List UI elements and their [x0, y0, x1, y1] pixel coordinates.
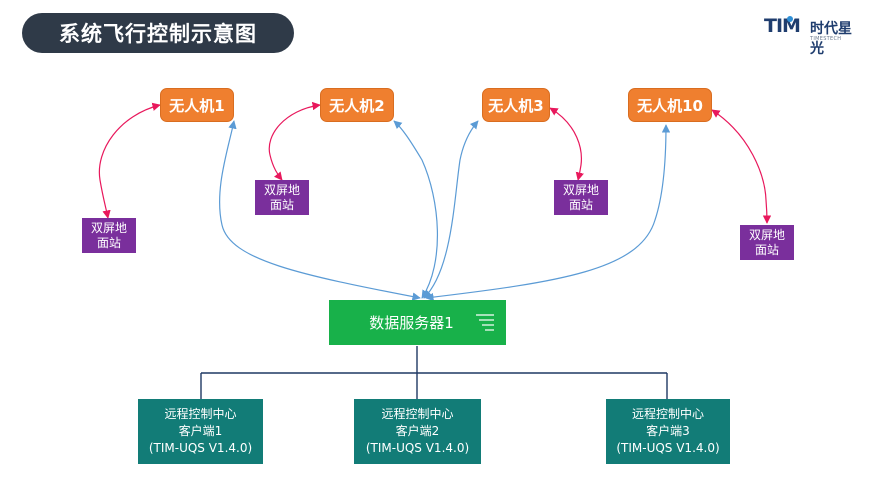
link-drone2-station: [268, 101, 321, 181]
client-title: 远程控制中心: [381, 407, 454, 421]
link-drone2-server: [393, 120, 439, 299]
link-drone3-server: [423, 120, 479, 299]
client-title: 远程控制中心: [631, 407, 704, 421]
client-name: 客户端1: [178, 424, 223, 438]
client-name: 客户端2: [395, 424, 440, 438]
data-server-label: 数据服务器1: [369, 314, 454, 332]
ground-station-line2: 面站: [269, 197, 294, 212]
drone-1-node: 无人机1: [160, 88, 234, 122]
ground-station-line1: 双屏地: [748, 227, 785, 242]
client-1-node: 远程控制中心 客户端1 (TIM-UQS V1.4.0): [138, 399, 263, 464]
drone-3-node: 无人机3: [482, 88, 550, 122]
client-2-node: 远程控制中心 客户端2 (TIM-UQS V1.4.0): [354, 399, 481, 464]
client-version: (TIM-UQS V1.4.0): [616, 441, 720, 455]
page-title: 系统飞行控制示意图: [22, 13, 294, 53]
ground-station-2: 双屏地 面站: [255, 180, 309, 215]
client-title: 远程控制中心: [164, 407, 237, 421]
server-client-tree: [200, 346, 668, 399]
link-drone3-station: [549, 107, 584, 181]
ground-station-10: 双屏地 面站: [740, 225, 794, 260]
ground-station-1: 双屏地 面站: [82, 218, 136, 253]
client-version: (TIM-UQS V1.4.0): [365, 441, 470, 455]
client-version: (TIM-UQS V1.4.0): [148, 441, 253, 455]
client-name: 客户端3: [646, 424, 690, 438]
client-3-node: 远程控制中心 客户端3 (TIM-UQS V1.4.0): [606, 399, 730, 464]
ground-station-line2: 面站: [96, 235, 121, 250]
logo-dot-icon: [787, 16, 793, 22]
list-filter-icon: [476, 314, 494, 331]
ground-station-line2: 面站: [568, 197, 593, 212]
link-drone10-server: [425, 124, 671, 302]
drone-10-node: 无人机10: [628, 88, 712, 122]
ground-station-line1: 双屏地: [90, 220, 127, 235]
logo-subtitle: TIMESTECH: [810, 36, 842, 42]
company-logo: TIM 时代星光 TIMESTECH: [764, 15, 864, 57]
ground-station-line1: 双屏地: [562, 182, 599, 197]
logo-name: 时代星光: [810, 21, 852, 57]
link-drone1-station: [98, 102, 161, 219]
data-server-node: 数据服务器1: [329, 300, 506, 345]
link-drone10-station: [711, 109, 772, 224]
ground-station-line1: 双屏地: [263, 182, 300, 197]
ground-station-3: 双屏地 面站: [554, 180, 608, 215]
ground-station-line2: 面站: [754, 242, 779, 257]
link-drone1-server: [219, 120, 421, 301]
drone-2-node: 无人机2: [320, 88, 394, 122]
